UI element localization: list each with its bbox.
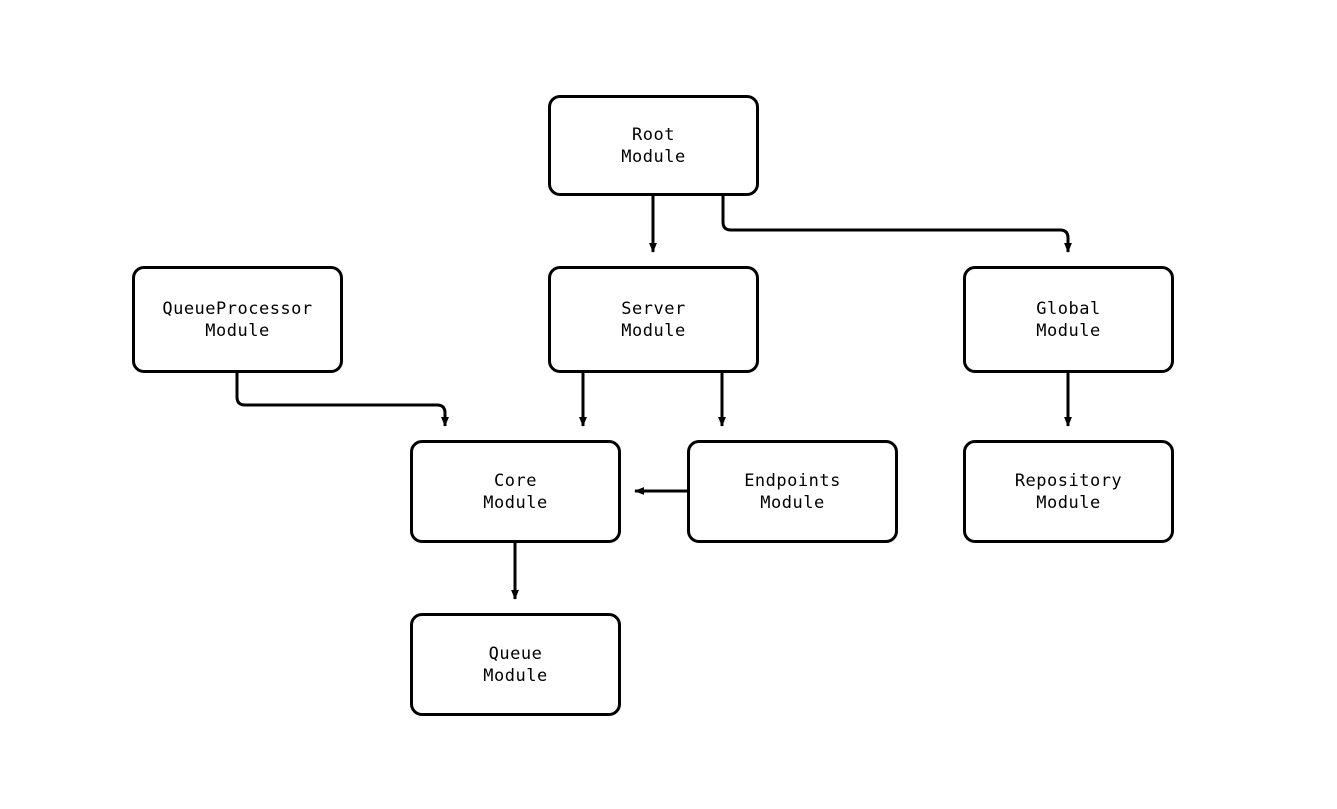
node-server-module-line1: Server xyxy=(621,298,686,319)
node-global-module[interactable]: Global Module xyxy=(963,266,1174,373)
node-repository-module-line1: Repository xyxy=(1014,470,1123,491)
node-queueprocessor-module-line1: QueueProcessor xyxy=(162,298,313,319)
node-queue-module-line1: Queue xyxy=(488,643,543,664)
node-global-module-line1: Global xyxy=(1036,298,1101,319)
node-endpoints-module-line1: Endpoints xyxy=(744,470,841,491)
node-core-module-line1: Core xyxy=(494,470,537,491)
node-core-module[interactable]: Core Module xyxy=(410,440,621,543)
node-root-module-line1: Root xyxy=(632,124,675,145)
node-queueprocessor-module-line2: Module xyxy=(205,320,270,341)
node-global-module-line2: Module xyxy=(1036,320,1101,341)
node-server-module[interactable]: Server Module xyxy=(548,266,759,373)
node-endpoints-module-line2: Module xyxy=(760,492,825,513)
node-root-module[interactable]: Root Module xyxy=(548,95,759,196)
node-queue-module-line2: Module xyxy=(483,665,548,686)
edge-queueprocessor-to-core xyxy=(235,373,449,427)
edge-root-to-global xyxy=(721,196,1072,253)
node-endpoints-module[interactable]: Endpoints Module xyxy=(687,440,898,543)
node-repository-module-line2: Module xyxy=(1036,492,1101,513)
node-root-module-line2: Module xyxy=(621,146,686,167)
node-repository-module[interactable]: Repository Module xyxy=(963,440,1174,543)
node-queue-module[interactable]: Queue Module xyxy=(410,613,621,716)
node-queueprocessor-module[interactable]: QueueProcessor Module xyxy=(132,266,343,373)
node-server-module-line2: Module xyxy=(621,320,686,341)
node-core-module-line2: Module xyxy=(483,492,548,513)
